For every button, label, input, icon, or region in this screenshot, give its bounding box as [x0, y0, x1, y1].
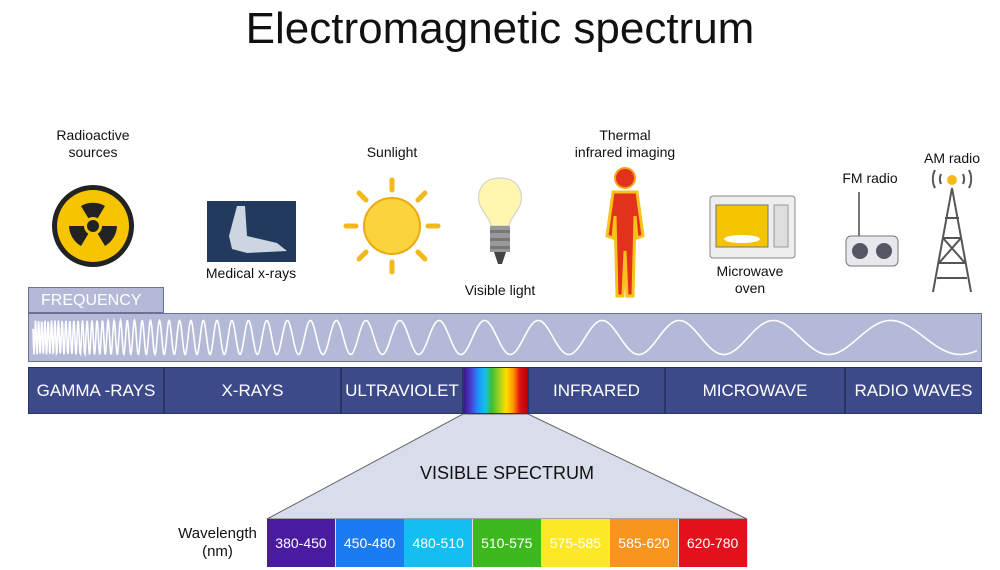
band-infrared: INFRARED [528, 367, 665, 414]
wavelength-range-480-510: 480-510 [404, 519, 474, 567]
wavelength-range-450-480: 450-480 [335, 519, 405, 567]
xray-image-icon [207, 201, 296, 262]
label-visible-light: Visible light [464, 282, 536, 298]
band-visible [463, 367, 528, 414]
visible-spectrum-title: VISIBLE SPECTRUM [419, 463, 595, 483]
band-microwave: MICROWAVE [665, 367, 845, 414]
fm-radio-icon [845, 192, 899, 267]
band-ultraviolet: ULTRAVIOLET [341, 367, 463, 414]
frequency-wave-band [28, 313, 982, 362]
wavelength-axis-label: Wavelength (nm) [178, 525, 257, 560]
thermal-person-icon [605, 167, 645, 298]
band-x-rays: X-RAYS [164, 367, 341, 414]
lightbulb-icon [478, 177, 522, 264]
label-am-radio: AM radio [923, 150, 981, 166]
wavelength-range-380-450: 380-450 [267, 519, 336, 567]
label-xray: Medical x-rays [205, 265, 297, 281]
frequency-wave [32, 317, 978, 358]
wavelength-range-620-780: 620-780 [678, 519, 748, 567]
band-radio-waves: RADIO WAVES [845, 367, 982, 414]
radiation-icon [52, 185, 134, 267]
label-microwave: Microwave oven [716, 263, 784, 296]
wavelength-range-510-575: 510-575 [472, 519, 542, 567]
sun-icon [343, 177, 441, 275]
wavelength-range-585-620: 585-620 [610, 519, 679, 567]
label-fm-radio: FM radio [842, 170, 898, 186]
frequency-tab: FREQUENCY [28, 287, 164, 313]
wavelength-range-575-585: 575-585 [541, 519, 611, 567]
label-sunlight: Sunlight [366, 144, 418, 160]
page-title: Electromagnetic spectrum [245, 4, 755, 53]
radio-tower-icon [931, 169, 973, 293]
band-gamma-rays: GAMMA -RAYS [28, 367, 164, 414]
label-thermal: Thermal infrared imaging [574, 127, 676, 160]
label-radioactive: Radioactive sources [56, 127, 130, 160]
microwave-oven-icon [709, 195, 796, 259]
